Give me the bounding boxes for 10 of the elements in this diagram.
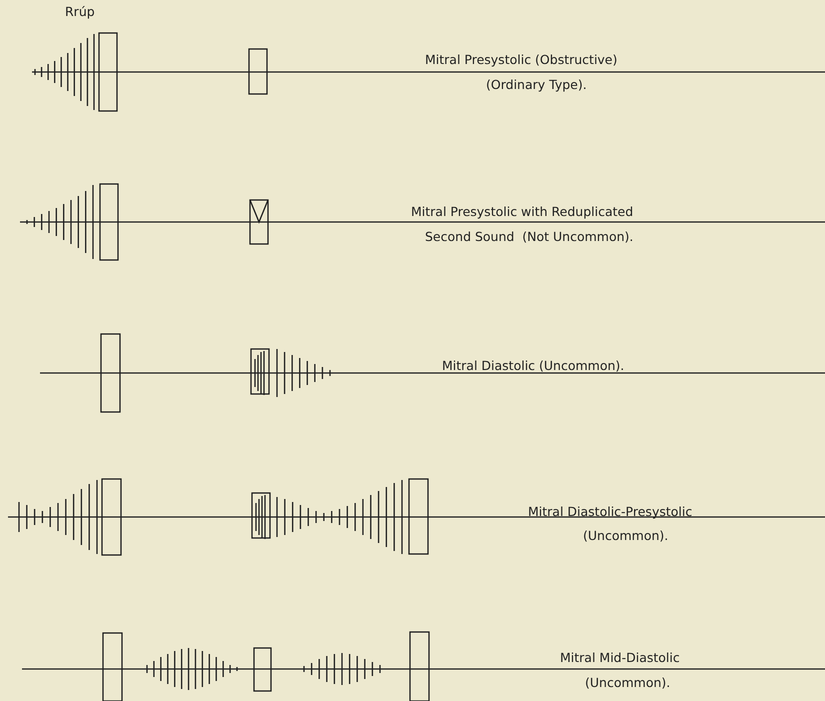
murmur-caption: Mitral Mid-Diastolic bbox=[560, 652, 680, 664]
annotation-text: Rrúp bbox=[65, 6, 95, 18]
murmur-caption: Second Sound (Not Uncommon). bbox=[425, 231, 634, 244]
murmur-caption: (Uncommon). bbox=[585, 677, 670, 690]
murmur-caption: Mitral Presystolic (Obstructive) bbox=[425, 54, 618, 66]
murmur-caption: Mitral Diastolic-Presystolic bbox=[528, 506, 692, 518]
murmur-caption: (Uncommon). bbox=[583, 530, 668, 542]
murmur-caption: Mitral Presystolic with Reduplicated bbox=[411, 206, 634, 218]
murmur-caption: (Ordinary Type). bbox=[486, 79, 587, 92]
murmur-caption: Mitral Diastolic (Uncommon). bbox=[442, 360, 624, 372]
